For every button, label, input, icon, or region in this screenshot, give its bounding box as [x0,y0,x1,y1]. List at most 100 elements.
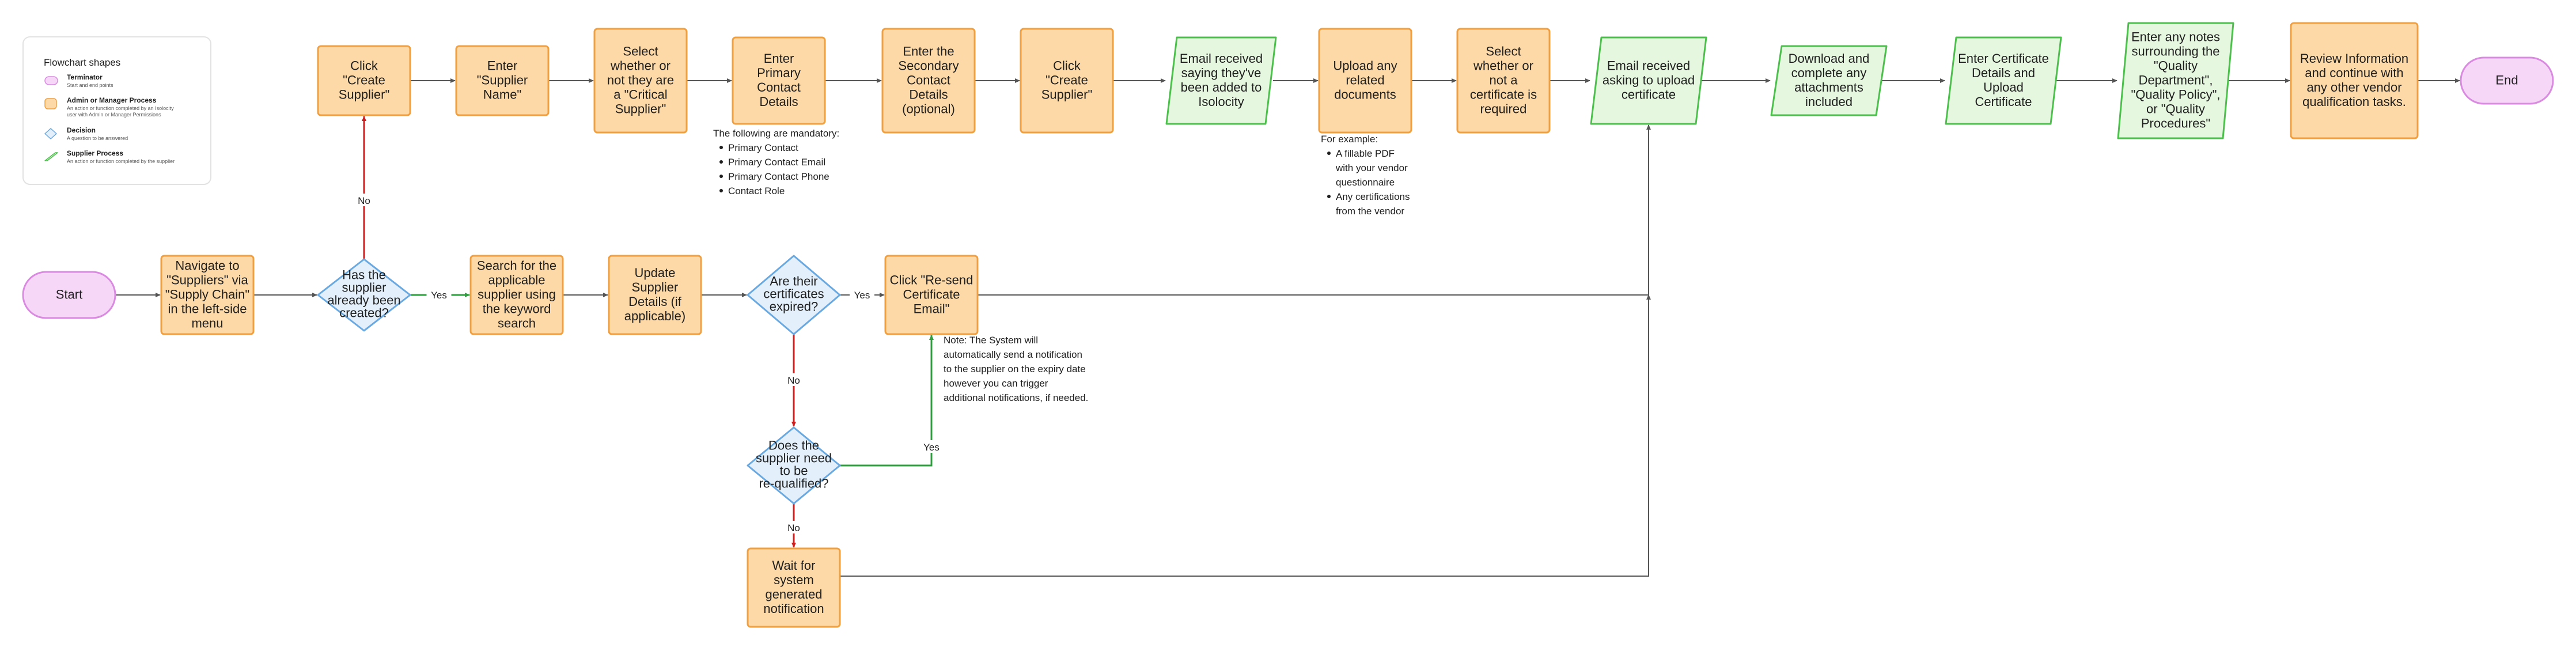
supplier-shape [1945,36,2062,125]
node-text-line: Name" [483,87,522,101]
node-text-line: Email received [1607,58,1690,73]
legend-terminator-icon [44,76,58,85]
node-text-line: Details [909,87,948,101]
node-text-line: already been [327,293,400,308]
edge-has_supplier-to-search: Yes [410,288,470,301]
bullet-icon [719,146,723,149]
node-text-line: been added to [1181,80,1262,94]
note-bullet: Primary Contact [728,142,798,153]
node-text-line: Click [350,58,378,73]
node-text-line: a "Critical [613,87,667,101]
node-text-line: Supplier [632,280,679,294]
legend-title: Flowchart shapes [44,57,120,68]
note-mandatory: The following are mandatory:Primary Cont… [713,128,839,196]
node-text-line: asking to upload [1603,73,1695,87]
node-text-line: applicable) [624,309,685,323]
node-text-line: saying they've [1181,66,1262,80]
note-title: to the supplier on the expiry date [944,364,1086,374]
legend-item-name: Supplier Process [67,149,123,157]
process-shape [1318,28,1412,134]
node-text-line: "Quality [2154,58,2198,73]
edge-has_supplier-to-click_create_1: No [355,116,373,259]
node-text-line: complete any [1791,66,1867,80]
edge-line [840,335,934,467]
node-text-line: included [1805,94,1853,109]
node-text-line: not they are [607,73,674,87]
legend-item-desc: A question to be answered [67,135,128,141]
node-text-line: "Supplier [477,73,528,87]
node-text-line: not a [1490,73,1518,87]
node-text-line: Wait for [772,558,816,573]
bullet-icon [1327,195,1331,198]
legend-decision-icon [44,128,57,139]
process-shape [881,28,976,134]
node-text-line: created? [339,306,389,320]
edge-label: Yes [854,290,870,301]
process-shape [1456,28,1551,134]
node-text-line: supplier need [756,451,832,465]
node-end: End [2460,56,2554,105]
node-text-line: Supplier" [615,101,666,116]
node-text-line: Upload [1983,80,2024,94]
node-text-line: Select [623,44,658,58]
node-text-line: Supplier" [1041,87,1093,101]
node-text-line: Certificate [1975,94,2032,109]
node-text-line: Contact [907,73,950,87]
node-text-line: Isolocity [1198,94,1244,109]
edge-label-bg [355,194,373,206]
bullet-icon [719,175,723,178]
node-text-line: Primary [757,66,801,80]
note-title: additional notifications, if needed. [944,392,1088,403]
node-text-line: the keyword [483,301,551,316]
node-secondary-contact: Enter theSecondaryContactDetails(optiona… [881,28,976,134]
note-title: Note: The System will [944,335,1038,346]
process-shape [455,45,550,116]
terminator-shape [2460,56,2554,105]
edge-expired-to-resend: Yes [840,288,885,301]
edge-label-bg [850,288,874,301]
node-text-line: attachments [1794,80,1863,94]
node-text-line: re-qualified? [759,476,828,491]
legend-item-name: Decision [67,126,96,134]
node-text-line: Has the [342,268,386,282]
legend-item-desc: An action or function completed by an Is… [67,105,174,111]
node-text-line: Review Information [2300,51,2408,66]
node-text-line: applicable [488,272,545,287]
legend-item-desc: Start and end points [67,82,113,88]
edge-requalified-to-wait: No [785,504,803,548]
nodes: Start Navigate to"Suppliers" via"Supply C… [22,22,2554,628]
process-shape [593,28,688,134]
node-navigate: Navigate to"Suppliers" via"Supply Chain"… [160,255,255,335]
note-bullet: Primary Contact Email [728,157,825,168]
node-text-line: "Create [1045,73,1088,87]
edge-resend-to-email_upload [978,124,1651,296]
legend-item-name: Terminator [67,73,103,81]
edge-label: No [787,523,800,533]
node-text-line: Procedures" [2141,116,2210,130]
node-text-line: related [1346,73,1384,87]
node-text-line: Secondary [898,58,959,73]
node-text-line: supplier [342,281,386,295]
edge-line [840,294,1651,577]
node-text-line: notification [763,601,824,616]
node-text-line: Are their [770,274,817,289]
node-text-line: "Quality Policy", [2131,87,2221,101]
edge-line [978,124,1651,296]
notes: The following are mandatory:Primary Cont… [713,128,1410,403]
node-text-line: Supplier" [339,87,390,101]
process-shape [1020,28,1114,134]
node-text-line: whether or [610,58,670,73]
node-text-line: system [774,573,814,587]
node-text-line: Start [56,287,82,301]
